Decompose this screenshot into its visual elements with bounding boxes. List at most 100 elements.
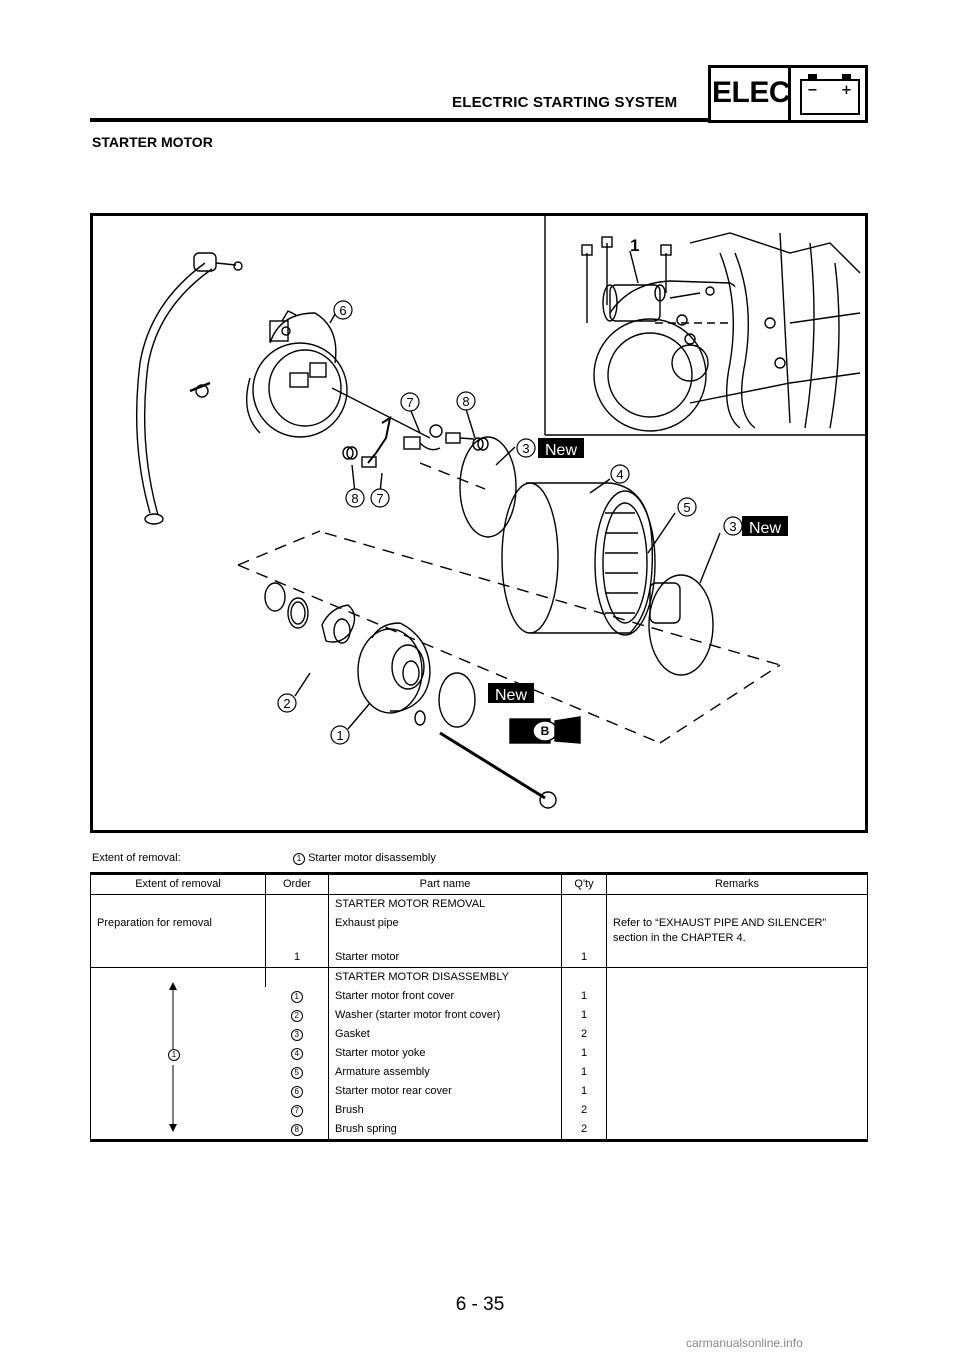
brush-parts — [342, 415, 489, 468]
cell-part: Exhaust pipe — [328, 914, 562, 948]
table-row: 1 Starter motor 1 — [91, 948, 868, 968]
cell-qty: 2 — [561, 1120, 607, 1141]
cell-part: Washer (starter motor front cover) — [328, 1006, 562, 1025]
svg-text:New: New — [495, 687, 527, 704]
group-heading-removal: STARTER MOTOR REMOVAL — [328, 894, 562, 914]
table-row: 2 Washer (starter motor front cover) 1 — [91, 1006, 868, 1025]
callout-7-upper: 7 — [400, 392, 420, 412]
col-extent: Extent of removal — [90, 873, 266, 895]
callout-2: 2 — [277, 693, 297, 713]
extent-marker: 1 — [293, 853, 305, 865]
svg-text:7: 7 — [406, 395, 413, 410]
table-row: STARTER MOTOR REMOVAL — [91, 894, 868, 914]
cell-remarks — [606, 948, 868, 968]
new-tag-lower: New — [488, 683, 534, 704]
header-title: ELECTRIC STARTING SYSTEM — [452, 94, 678, 111]
cell-part: Starter motor front cover — [328, 987, 562, 1006]
svg-text:New: New — [749, 520, 781, 537]
cell-part: Starter motor yoke — [328, 1044, 562, 1063]
extent-value: 1 Starter motor disassembly — [293, 852, 436, 865]
svg-text:7: 7 — [376, 491, 383, 506]
cell-part: Starter motor — [328, 948, 562, 968]
extent-range-cell: 1 — [90, 967, 266, 1141]
new-tag-right: New — [742, 516, 788, 537]
parts-table: Extent of removal Order Part name Q'ty R… — [90, 872, 868, 1142]
callout-4: 4 — [610, 464, 630, 484]
table-row: 5 Armature assembly 1 — [91, 1063, 868, 1082]
order-marker: 5 — [290, 1067, 303, 1079]
section-tag-divider — [788, 65, 791, 123]
cell-part: Armature assembly — [328, 1063, 562, 1082]
cell-part: Brush spring — [328, 1120, 562, 1141]
extent-label: Extent of removal: — [92, 852, 181, 864]
table-row: 4 Starter motor yoke 1 — [91, 1044, 868, 1063]
new-tag-upper: New — [538, 438, 584, 459]
callout-8-upper: 8 — [456, 391, 476, 411]
battery-icon: − + — [800, 74, 860, 115]
cell-part: Gasket — [328, 1025, 562, 1044]
cell-order: 1 — [265, 948, 329, 968]
order-marker: 2 — [290, 1010, 303, 1022]
callout-5: 5 — [677, 497, 697, 517]
table-row: 3 Gasket 2 — [91, 1025, 868, 1044]
cell-qty: 1 — [561, 1006, 607, 1025]
svg-text:3: 3 — [522, 441, 529, 456]
battery-minus-sign: − — [807, 83, 818, 98]
svg-text:8: 8 — [351, 491, 358, 506]
inset-engine-view — [544, 216, 865, 436]
cell-qty: 1 — [561, 1044, 607, 1063]
figure-frame — [90, 213, 868, 833]
callout-6: 6 — [333, 300, 353, 320]
inset-callout: 1 — [630, 236, 639, 255]
svg-text:2: 2 — [283, 696, 290, 711]
header-rule — [90, 118, 710, 122]
order-marker: 6 — [290, 1086, 303, 1098]
callout-3-right: 3 — [723, 516, 743, 536]
col-remarks: Remarks — [606, 873, 868, 895]
section-tag: ELEC — [712, 76, 791, 109]
svg-text:1: 1 — [336, 728, 343, 743]
battery-plus-sign: + — [841, 83, 852, 98]
col-order: Order — [265, 873, 329, 895]
section-title: STARTER MOTOR — [92, 134, 213, 150]
svg-text:6: 6 — [339, 303, 346, 318]
front-cover-assembly — [264, 582, 557, 809]
cell-part: Brush — [328, 1101, 562, 1120]
order-marker: 4 — [290, 1048, 303, 1060]
svg-text:5: 5 — [683, 500, 690, 515]
callout-8-lower: 8 — [345, 488, 365, 508]
table-row: 7 Brush 2 — [91, 1101, 868, 1120]
svg-text:New: New — [545, 442, 577, 459]
order-marker: 7 — [290, 1105, 303, 1117]
cell-qty: 1 — [561, 1082, 607, 1101]
table-header-row: Extent of removal Order Part name Q'ty R… — [90, 873, 868, 895]
yoke-and-armature — [459, 436, 714, 676]
table-row: 1 Starter motor front cover 1 — [91, 987, 868, 1006]
table-row: 8 Brush spring 2 — [91, 1120, 868, 1141]
cell-qty: 2 — [561, 1101, 607, 1120]
callout-7-lower: 7 — [370, 488, 390, 508]
order-marker: 8 — [290, 1124, 303, 1136]
table-row: 6 Starter motor rear cover 1 — [91, 1082, 868, 1101]
cell-qty — [561, 914, 607, 948]
grease-tag-label: B — [541, 724, 550, 738]
col-part: Part name — [328, 873, 562, 895]
grease-tag — [509, 716, 581, 744]
assembly-guide-lines — [237, 462, 781, 744]
starter-motor-exploded-diagram: 1 — [135, 216, 865, 809]
order-marker: 1 — [290, 991, 303, 1003]
group-heading-disassembly: STARTER MOTOR DISASSEMBLY — [328, 967, 562, 987]
callout-3-upper: 3 — [516, 438, 536, 458]
cell-qty: 1 — [561, 1063, 607, 1082]
watermark: carmanualsonline.info — [686, 1336, 803, 1350]
svg-text:3: 3 — [729, 519, 736, 534]
table-row: Preparation for removal Exhaust pipe Ref… — [91, 914, 868, 948]
leader-lines — [294, 308, 721, 730]
cell-qty: 1 — [561, 948, 607, 968]
rear-cover-assembly — [135, 252, 431, 525]
cell-extent: Preparation for removal — [97, 917, 212, 929]
cell-extent — [91, 948, 266, 968]
extent-value-text: Starter motor disassembly — [308, 852, 436, 864]
extent-range-marker: 1 — [168, 1049, 180, 1061]
cell-remarks: Refer to “EXHAUST PIPE AND SILENCER” sec… — [606, 914, 868, 948]
